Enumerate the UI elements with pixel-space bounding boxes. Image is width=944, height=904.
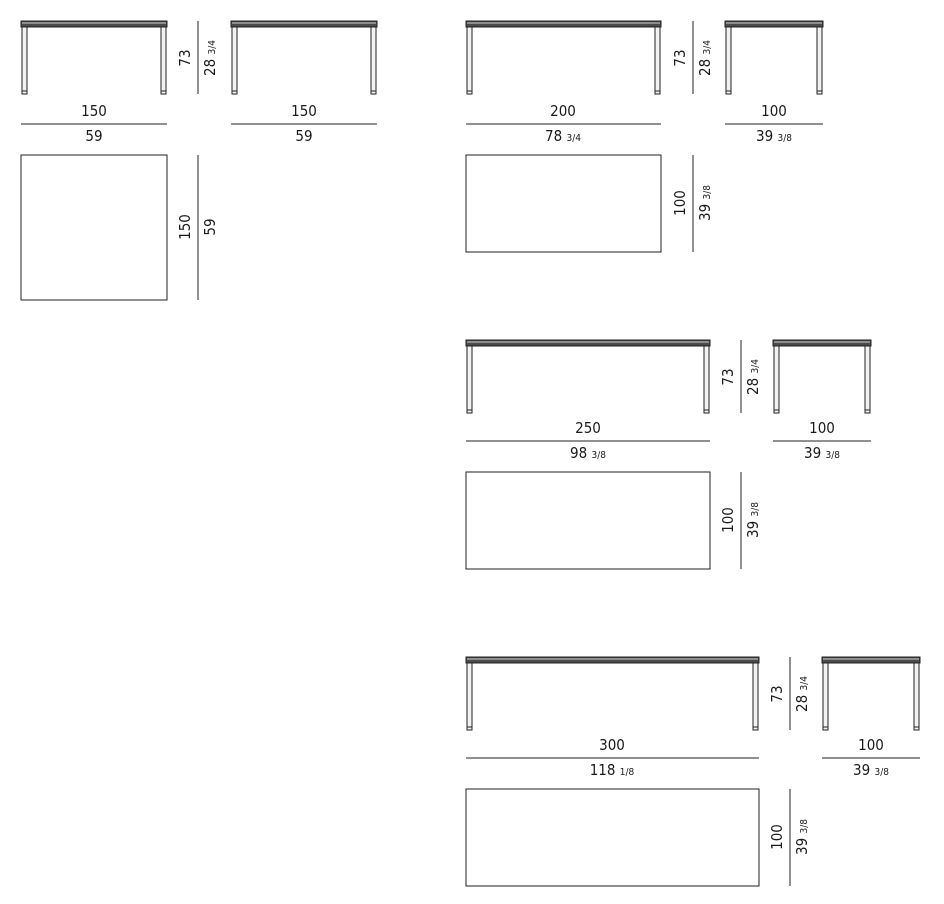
table-leg-left	[466, 345, 473, 414]
height-cm-300: 73	[768, 685, 786, 702]
plan-depth-in-250: 39 3/8	[744, 502, 762, 538]
tabletop	[230, 20, 378, 28]
front-width-in-250: 98 3/8	[570, 444, 606, 462]
group-250: 250 98 3/8 73 28 3/4 100 39 3/8 100 39 3…	[465, 339, 872, 570]
group-150: 150 59 73 28 3/4 150 59 150 59	[20, 20, 378, 301]
front-elevation-300	[465, 656, 760, 731]
front-width-cm-300: 300	[599, 736, 625, 754]
table-leg-right	[160, 26, 167, 95]
front-width-in-150: 59	[85, 127, 102, 145]
plan-depth-cm-300: 100	[768, 824, 786, 850]
front-elevation-150	[20, 20, 168, 95]
side-depth-cm-200: 100	[761, 102, 787, 120]
tabletop	[465, 20, 662, 28]
tabletop	[20, 20, 168, 28]
front-width-in-300: 118 1/8	[590, 761, 635, 779]
side-depth-in-150: 59	[295, 127, 312, 145]
side-depth-cm-250: 100	[809, 419, 835, 437]
side-depth-in-250: 39 3/8	[804, 444, 840, 462]
plan-depth-cm-200: 100	[671, 190, 689, 216]
table-leg-right	[913, 662, 920, 731]
table-leg-left	[21, 26, 28, 95]
tabletop	[465, 656, 760, 664]
side-elevation-200	[724, 20, 824, 95]
plan-view-200	[465, 154, 662, 253]
plan-depth-in-300: 39 3/8	[793, 819, 811, 855]
front-elevation-200	[465, 20, 662, 95]
plan-depth-in-200: 39 3/8	[696, 185, 714, 221]
table-leg-left	[773, 345, 780, 414]
plan-view-250	[465, 471, 711, 570]
front-width-cm-150: 150	[81, 102, 107, 120]
table-leg-right	[864, 345, 871, 414]
height-in-250: 28 3/4	[744, 359, 762, 395]
table-leg-left	[822, 662, 829, 731]
plan-depth-in-150: 59	[201, 218, 219, 235]
height-in-300: 28 3/4	[793, 676, 811, 712]
front-width-in-200: 78 3/4	[545, 127, 581, 145]
table-leg-right	[703, 345, 710, 414]
side-depth-in-200: 39 3/8	[756, 127, 792, 145]
side-depth-cm-150: 150	[291, 102, 317, 120]
side-elevation-250	[772, 339, 872, 414]
side-depth-cm-300: 100	[858, 736, 884, 754]
side-elevation-300	[821, 656, 921, 731]
plan-depth-cm-250: 100	[719, 507, 737, 533]
plan-view-150	[20, 154, 168, 301]
table-leg-right	[816, 26, 823, 95]
plan-depth-cm-150: 150	[176, 214, 194, 240]
height-cm-200: 73	[671, 49, 689, 66]
group-200: 200 78 3/4 73 28 3/4 100 39 3/8 100 39 3…	[465, 20, 824, 253]
table-leg-right	[370, 26, 377, 95]
front-elevation-250	[465, 339, 711, 414]
front-width-cm-200: 200	[550, 102, 576, 120]
front-width-cm-250: 250	[575, 419, 601, 437]
height-cm-250: 73	[719, 368, 737, 385]
height-in-150: 28 3/4	[201, 40, 219, 76]
tabletop	[772, 339, 872, 347]
side-depth-in-300: 39 3/8	[853, 761, 889, 779]
table-leg-right	[654, 26, 661, 95]
table-leg-left	[725, 26, 732, 95]
table-leg-right	[752, 662, 759, 731]
table-leg-left	[466, 662, 473, 731]
side-elevation-150	[230, 20, 378, 95]
height-in-200: 28 3/4	[696, 40, 714, 76]
tabletop	[724, 20, 824, 28]
table-leg-left	[466, 26, 473, 95]
table-leg-left	[231, 26, 238, 95]
group-300: 300 118 1/8 73 28 3/4 100 39 3/8 100 39 …	[465, 656, 921, 887]
plan-view-300	[465, 788, 760, 887]
tabletop	[821, 656, 921, 664]
tabletop	[465, 339, 711, 347]
height-cm-150: 73	[176, 49, 194, 66]
